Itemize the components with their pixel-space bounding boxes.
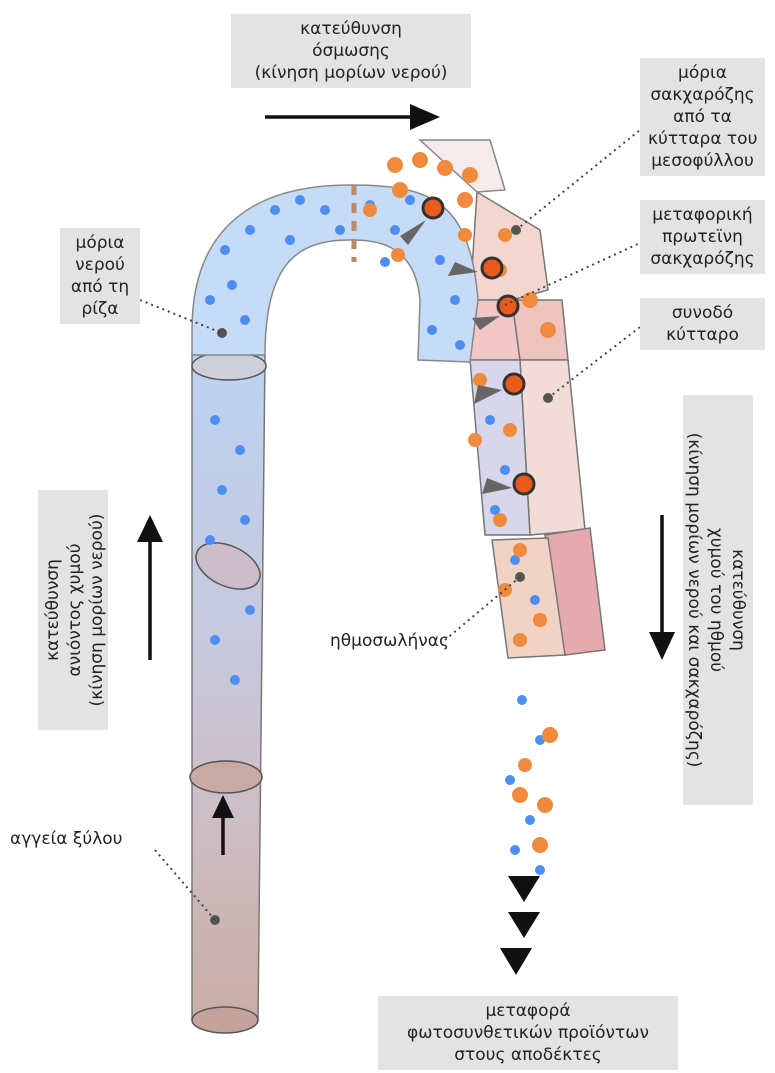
xylem-vessels-label: αγγεία ξύλου [10, 828, 123, 850]
sucrose-from-mesophyll-label: μόρια σακχαρόζης από τα κύτταρα του μεσο… [640, 58, 765, 176]
phloem-direction-label: κατεύθυνση χυμού του ηθμού (κίνηση μορίω… [683, 395, 753, 805]
xylem-direction-label: κατεύθυνση ανιόντος χυμού (κίνηση μορίων… [38, 490, 108, 730]
osmosis-direction-label: κατεύθυνση όσμωσης (κίνηση μορίων νερού) [231, 14, 471, 88]
transport-products-label: μεταφορά φωτοσυνθετικών προϊόντων στους … [378, 996, 678, 1070]
xylem-vessel-tube [189, 352, 268, 1033]
water-from-root-label: μόρια νερού από τη ρίζα [60, 228, 140, 324]
products-arrow-1 [508, 876, 540, 902]
sieve-tube-label: ηθμοσωλήνας [330, 630, 449, 652]
transport-protein-label: μεταφορική πρωτεϊνη σακχαρόζης [640, 200, 765, 274]
products-arrow-2 [508, 912, 540, 938]
products-arrow-3 [500, 948, 532, 975]
companion-cell-label: συνοδό κύτταρο [640, 298, 765, 350]
